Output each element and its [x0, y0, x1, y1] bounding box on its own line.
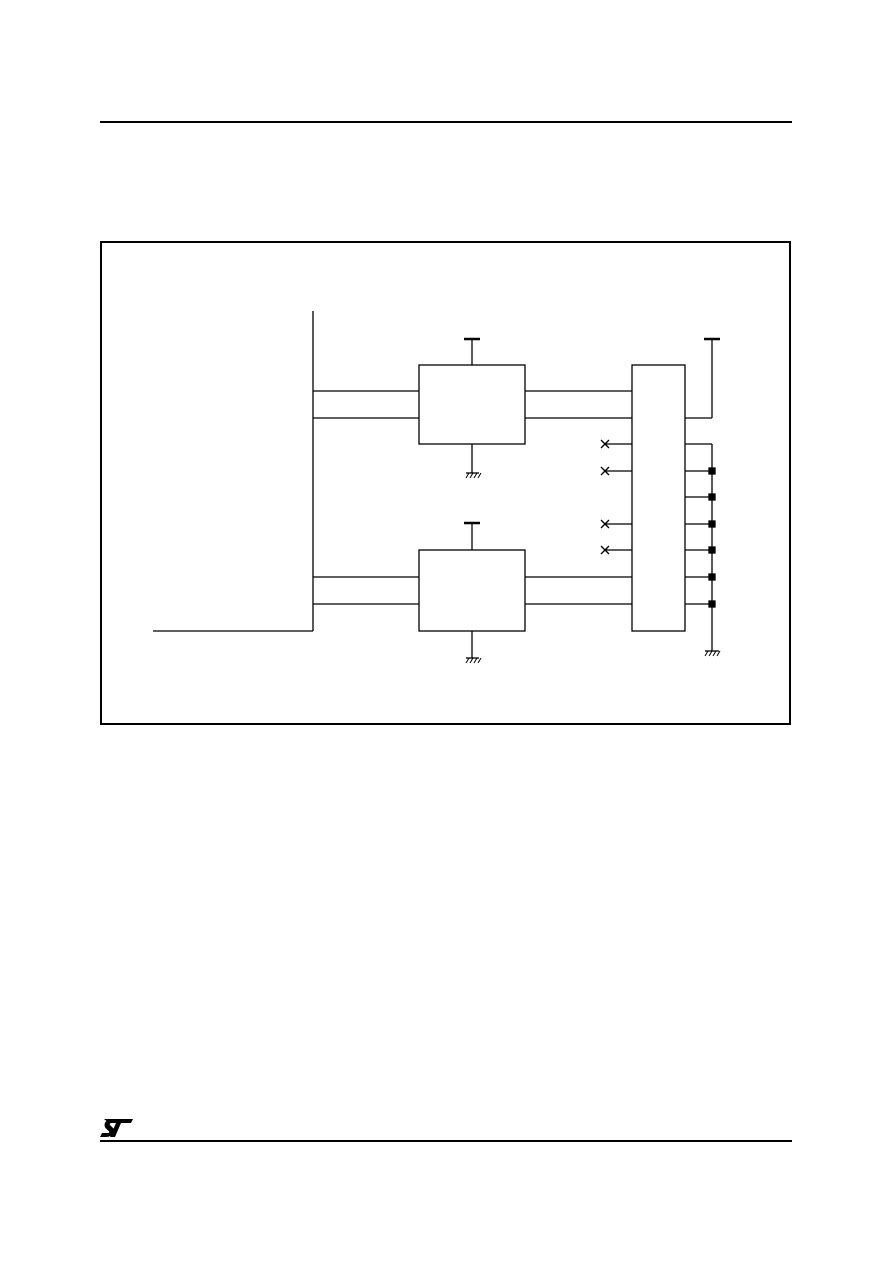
footer-rule [100, 1140, 792, 1142]
supply-tee-icon [464, 337, 480, 365]
header-rule [100, 121, 792, 123]
upper-device-box [418, 364, 526, 445]
junction-dot-icon [708, 573, 716, 581]
no-connect-x-icon [600, 545, 610, 555]
lower-device [418, 521, 632, 664]
supply-tee-icon [464, 521, 480, 550]
junction-dot-icon [708, 520, 716, 528]
no-connect-pins [600, 439, 632, 555]
no-connect-x-icon [600, 519, 610, 529]
junction-dot-icon [708, 493, 716, 501]
connector-box [631, 364, 686, 632]
upper-device [418, 337, 632, 479]
junction-dot-icon [708, 467, 716, 475]
figure-frame [100, 241, 791, 725]
supply-tee-icon [685, 337, 720, 419]
junction-dot-icon [708, 600, 716, 608]
ground-hatch-icon [704, 650, 721, 657]
connector [600, 337, 721, 657]
no-connect-x-icon [600, 466, 610, 476]
ground-hatch-icon [465, 631, 482, 664]
junction-dot-icon [708, 546, 716, 554]
ground-pins [685, 443, 716, 651]
bus-lines [153, 311, 419, 632]
ground-hatch-icon [465, 444, 482, 479]
no-connect-x-icon [600, 439, 610, 449]
lower-device-box [418, 549, 526, 632]
st-logo-icon [100, 1119, 133, 1137]
